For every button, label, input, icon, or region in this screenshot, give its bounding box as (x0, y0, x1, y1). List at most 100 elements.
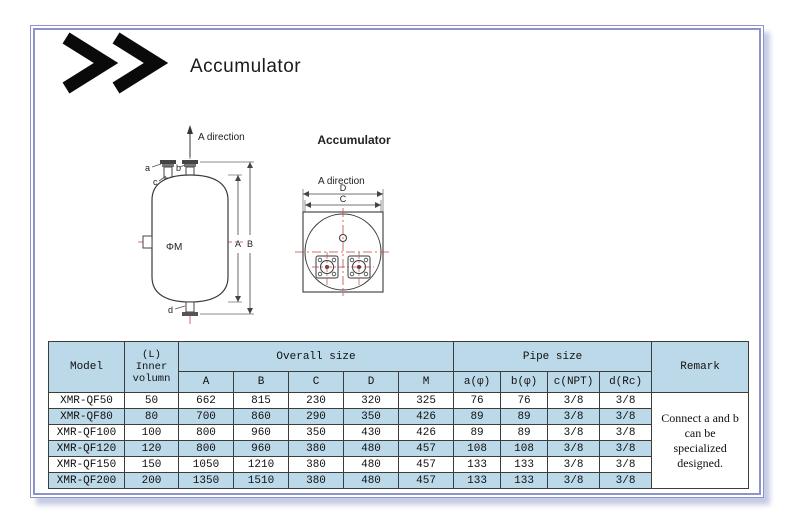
cell-value: 3/8 (599, 392, 653, 409)
cell-value: 76 (500, 392, 549, 409)
cell-value: 3/8 (599, 472, 653, 489)
dim-a-label: A (235, 239, 241, 249)
cell-model: XMR-QF200 (48, 472, 125, 489)
cell-value: 380 (288, 440, 344, 457)
cell-value: 3/8 (599, 456, 653, 473)
top-direction-label: A direction (318, 176, 365, 187)
cell-value: 457 (397, 440, 455, 457)
cell-value: 3/8 (547, 456, 601, 473)
cell-model: XMR-QF120 (48, 440, 125, 457)
cell-volume: 50 (124, 392, 179, 409)
cell-value: 89 (500, 408, 549, 425)
cell-value: 3/8 (599, 424, 653, 441)
cell-value: 3/8 (547, 408, 601, 425)
cell-value: 480 (343, 472, 399, 489)
cell-value: 89 (453, 424, 502, 441)
cell-value: 325 (397, 392, 455, 409)
remark-line: designed. (677, 455, 723, 470)
cell-value: 480 (343, 440, 399, 457)
cell-value: 430 (343, 424, 399, 441)
cell-value: 133 (500, 456, 549, 473)
col-header-d-rc: d(Rc) (599, 371, 653, 393)
col-header-D: D (343, 371, 399, 393)
cell-volume: 150 (124, 456, 179, 473)
top-view-title: Accumulator (317, 133, 391, 147)
cell-value: 1050 (178, 456, 234, 473)
cell-value: 133 (453, 456, 502, 473)
cell-volume: 100 (124, 424, 179, 441)
cell-value: 960 (233, 440, 289, 457)
nozzle-a-label: a (145, 163, 150, 173)
nozzle-d-label: d (168, 305, 173, 315)
cell-value: 230 (288, 392, 344, 409)
col-group-pipe-size: Pipe size (453, 341, 653, 372)
side-direction-label: A direction (198, 132, 245, 143)
remark-line: Connect a and b (661, 410, 739, 425)
volume-header-line: (L) (142, 349, 161, 361)
cell-value: 1210 (233, 456, 289, 473)
phi-m-label: ΦM (166, 242, 182, 253)
cell-volume: 200 (124, 472, 179, 489)
cell-value: 3/8 (599, 408, 653, 425)
remark-cell: Connect a and b can be specialized desig… (651, 392, 750, 489)
cell-model: XMR-QF80 (48, 408, 125, 425)
cell-value: 426 (397, 408, 455, 425)
col-header-M: M (397, 371, 455, 393)
cell-value: 3/8 (599, 440, 653, 457)
cell-volume: 80 (124, 408, 179, 425)
cell-value: 457 (397, 472, 455, 489)
nozzle-b-label: b (176, 163, 181, 173)
col-group-overall-size: Overall size (177, 341, 455, 372)
cell-value: 320 (343, 392, 399, 409)
cell-value: 108 (500, 440, 549, 457)
cell-value: 662 (178, 392, 234, 409)
cell-value: 350 (288, 424, 344, 441)
cell-value: 89 (500, 424, 549, 441)
cell-value: 133 (500, 472, 549, 489)
volume-header-line: Inner (135, 361, 168, 373)
table-row: XMR-QF200 200 1350 1510 380 480 457 133 … (48, 472, 749, 489)
logo-chevrons-icon (58, 32, 169, 94)
col-header-C: C (288, 371, 344, 393)
remark-line: can be (684, 425, 716, 440)
cell-value: 3/8 (547, 440, 601, 457)
table-row: XMR-QF120 120 800 960 380 480 457 108 10… (48, 440, 749, 457)
cell-value: 76 (453, 392, 502, 409)
cell-value: 800 (178, 424, 234, 441)
spec-table: Model (L) Inner volumn Overall size Pipe… (48, 341, 750, 489)
table-row: XMR-QF150 150 1050 1210 380 480 457 133 … (48, 456, 749, 473)
col-header-model: Model (48, 341, 125, 393)
cell-value: 960 (233, 424, 289, 441)
dim-c-label: C (340, 194, 347, 204)
col-header-a-phi: a(φ) (453, 371, 502, 393)
cell-value: 800 (178, 440, 234, 457)
col-header-b-phi: b(φ) (500, 371, 549, 393)
col-header-A: A (178, 371, 234, 393)
dim-d-label: D (340, 183, 347, 193)
cell-value: 290 (288, 408, 344, 425)
cell-value: 860 (233, 408, 289, 425)
table-row: XMR-QF80 80 700 860 290 350 426 89 89 3/… (48, 408, 749, 425)
table-row: XMR-QF100 100 800 960 350 430 426 89 89 … (48, 424, 749, 441)
cell-value: 480 (343, 456, 399, 473)
page-frame-inner (33, 28, 761, 495)
cell-value: 457 (397, 456, 455, 473)
cell-value: 350 (343, 408, 399, 425)
cell-value: 815 (233, 392, 289, 409)
volume-header-line: volumn (132, 373, 171, 385)
side-view-drawing: A direction a b c ΦM d (128, 120, 278, 340)
nozzle-c-label: c (153, 177, 158, 187)
cell-value: 700 (178, 408, 234, 425)
col-header-B: B (233, 371, 289, 393)
top-view-drawing: Accumulator A direction D C (288, 128, 403, 308)
cell-volume: 120 (124, 440, 179, 457)
cell-model: XMR-QF100 (48, 424, 125, 441)
cell-value: 108 (453, 440, 502, 457)
col-header-c-npt: c(NPT) (547, 371, 601, 393)
cell-value: 1350 (178, 472, 234, 489)
cell-value: 3/8 (547, 472, 601, 489)
table-row: XMR-QF50 50 662 815 230 320 325 76 76 3/… (48, 392, 750, 489)
page-title: Accumulator (190, 56, 302, 77)
cell-value: 380 (288, 472, 344, 489)
